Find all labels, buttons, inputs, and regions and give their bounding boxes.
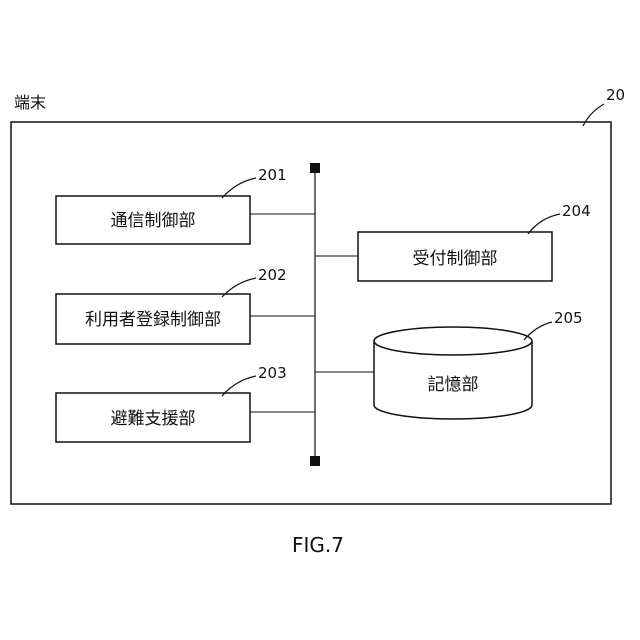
- storage-cylinder-top: [374, 327, 532, 355]
- terminal-label: 端末: [14, 93, 46, 112]
- block-evacuation-support-ref: 203: [258, 364, 287, 382]
- block-comm-control-leader: [222, 178, 256, 198]
- block-storage-ref: 205: [554, 309, 583, 327]
- block-reception-control-leader: [528, 214, 560, 234]
- block-user-registration-label: 利用者登録制御部: [85, 310, 221, 330]
- block-comm-control-label: 通信制御部: [111, 211, 196, 231]
- bus-top-terminal: [310, 163, 320, 173]
- block-evacuation-support-label: 避難支援部: [111, 409, 196, 429]
- block-user-registration-ref: 202: [258, 266, 287, 284]
- block-reception-control-label: 受付制御部: [413, 249, 498, 269]
- block-storage-label: 記憶部: [428, 375, 479, 395]
- block-comm-control-ref: 201: [258, 166, 287, 184]
- bus-bottom-terminal: [310, 456, 320, 466]
- figure-caption: FIG.7: [292, 533, 344, 557]
- block-reception-control-ref: 204: [562, 202, 591, 220]
- terminal-ref: 20: [606, 86, 625, 104]
- block-storage: [374, 327, 532, 419]
